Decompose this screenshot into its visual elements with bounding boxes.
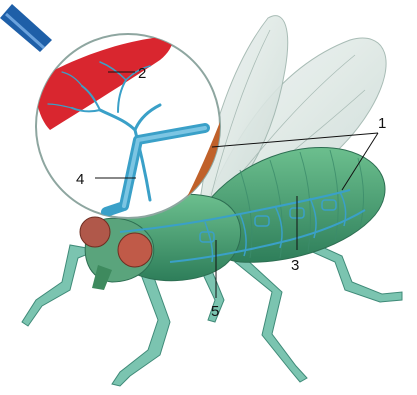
label-2: 2	[138, 65, 146, 82]
compound-eye-front	[118, 233, 152, 267]
middle-leg	[235, 258, 307, 382]
label-4: 4	[76, 171, 84, 188]
air-tube	[0, 4, 52, 52]
label-3: 3	[291, 257, 299, 274]
label-1: 1	[378, 115, 386, 132]
front-leg-2	[112, 272, 170, 386]
compound-eye-back	[80, 217, 110, 247]
label-5: 5	[211, 303, 219, 320]
